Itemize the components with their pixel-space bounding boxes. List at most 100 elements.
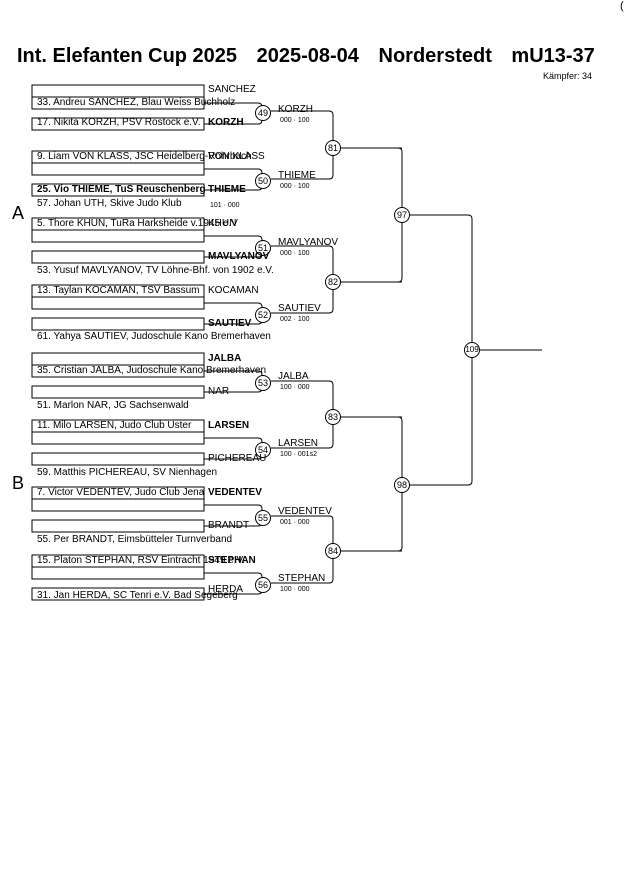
pair-label-top: SANCHEZ xyxy=(208,84,256,95)
pair-label-bottom: PICHEREAU xyxy=(208,453,267,464)
event-date: 2025-08-04 xyxy=(256,45,359,67)
pair-label-top: JALBA xyxy=(208,353,242,364)
round1-winner: STEPHAN xyxy=(278,573,326,584)
competitor-entry: 33. Andreu SANCHEZ, Blau Weiss Buchholz xyxy=(37,97,236,108)
competitor-entry: 61. Yahya SAUTIEV, Judoschule Kano Breme… xyxy=(37,331,271,342)
entry-box xyxy=(31,317,205,331)
fight-number-r1-circle xyxy=(255,510,271,526)
competitor-entry: 13. Taylan KOCAMAN, TSV Bassum xyxy=(37,285,200,296)
pair-label-bottom: SAUTIEV xyxy=(208,318,252,329)
round1-score: 100 · 000 xyxy=(280,586,310,593)
pair-label-top: STEPHAN xyxy=(208,555,256,566)
pair-label-bottom: MAVLYANOV xyxy=(208,251,270,262)
fight-number-final: 109 xyxy=(465,345,479,354)
fight-number-r1: 51 xyxy=(257,243,268,253)
fight-number-r1-circle xyxy=(255,307,271,323)
competitor-entry: 9. Liam VON KLASS, JSC Heidelberg-Rohrba… xyxy=(37,151,252,162)
event-location: Norderstedt xyxy=(378,45,492,67)
competitor-entry: 5. Thore KHUN, TuRa Harksheide v.1945 e.… xyxy=(37,218,238,229)
weight-category: mU13-37 xyxy=(511,45,595,67)
competitor-entry: 11. Milo LARSEN, Judo Club Uster xyxy=(37,420,192,431)
fight-number-r1: 54 xyxy=(257,445,268,455)
entry-box xyxy=(31,296,205,310)
competitor-entry: 7. Victor VEDENTEV, Judo Club Jena xyxy=(37,487,205,498)
entry-box xyxy=(31,385,205,399)
fight-number-r2-circle xyxy=(325,543,341,559)
entry-box xyxy=(31,229,205,243)
round1-winner: SAUTIEV xyxy=(278,303,321,314)
pair-label-top: LARSEN xyxy=(208,420,250,431)
competitor-entry: 31. Jan HERDA, SC Tenri e.V. Bad Segeber… xyxy=(37,590,238,601)
pair-label-top: VON KLASS xyxy=(208,151,265,162)
entry-box xyxy=(31,250,205,264)
final-bracket xyxy=(410,214,473,486)
pair-label-bottom: THIEME xyxy=(208,184,246,195)
round1-score: 002 · 100 xyxy=(280,316,310,323)
pair-label-bottom: HERDA xyxy=(208,584,244,595)
fight-number-r3: 98 xyxy=(396,480,407,490)
competitor-entry: 57. Johan UTH, Skive Judo Klub xyxy=(37,198,182,209)
entry-box xyxy=(31,498,205,512)
competitor-entry: 53. Yusuf MAVLYANOV, TV Löhne-Bhf. von 1… xyxy=(37,265,274,276)
entry-box xyxy=(31,566,205,580)
entry-box xyxy=(31,162,205,176)
pair-label-bottom: KORZH xyxy=(208,117,244,128)
page-corner-mark: ( xyxy=(620,0,624,12)
round1-score: 000 · 100 xyxy=(280,117,310,124)
round1-score: 100 · 001s2 xyxy=(280,451,317,458)
pair-label-top: KOCAMAN xyxy=(208,285,259,296)
entry-box xyxy=(31,84,205,98)
fight-number-r2: 82 xyxy=(327,277,338,287)
fight-number-r3-circle xyxy=(394,207,410,223)
entry-box xyxy=(31,431,205,445)
round1-score: 000 · 100 xyxy=(280,250,310,257)
entry-box xyxy=(31,519,205,533)
round3-bracket xyxy=(341,416,403,552)
fight-number-r1-circle xyxy=(255,105,271,121)
fight-number-r2-circle xyxy=(325,140,341,156)
pool-label-a: A xyxy=(12,203,25,223)
entry-box xyxy=(31,352,205,366)
round1-score: 001 · 000 xyxy=(280,519,310,526)
round1-winner: LARSEN xyxy=(278,438,319,449)
page-title: Int. Elefanten Cup 2025 2025-08-04 Norde… xyxy=(17,45,609,68)
round1-winner: THIEME xyxy=(278,170,316,181)
fight-number-r1-circle xyxy=(255,375,271,391)
pair-label-bottom: NAR xyxy=(208,386,230,397)
entry-box xyxy=(31,452,205,466)
fight-number-r1-circle xyxy=(255,442,271,458)
round1-winner: JALBA xyxy=(278,371,309,382)
round1-winner: KORZH xyxy=(278,104,313,115)
pool-label-b: B xyxy=(12,473,25,493)
round1-winner: MAVLYANOV xyxy=(278,237,339,248)
fight-number-r2: 83 xyxy=(327,412,338,422)
fight-number-r2-circle xyxy=(325,409,341,425)
fight-number-r2: 81 xyxy=(327,143,338,153)
fight-number-r1: 53 xyxy=(257,378,268,388)
competitor-entry: 17. Nikita KORZH, PSV Rostock e.V. xyxy=(37,117,201,128)
competitor-entry: 15. Platon STEPHAN, RSV Eintracht 1949 e… xyxy=(37,555,246,566)
round1-winner: VEDENTEV xyxy=(278,506,332,517)
fight-number-r1: 52 xyxy=(257,310,268,320)
round1-score: 000 · 100 xyxy=(280,183,310,190)
fight-number-r2: 84 xyxy=(327,546,338,556)
prelim-score: 101 · 000 xyxy=(210,202,240,209)
fighters-count: Kämpfer: 34 xyxy=(543,71,593,81)
fight-number-r3: 97 xyxy=(396,210,407,220)
fight-number-r1: 56 xyxy=(257,580,268,590)
round1-score: 100 · 000 xyxy=(280,384,310,391)
competitor-entry: 25. Vio THIEME, TuS Reuschenberg xyxy=(37,184,206,195)
competitor-entry: 59. Matthis PICHEREAU, SV Nienhagen xyxy=(37,467,218,478)
fight-number-r1-circle xyxy=(255,240,271,256)
competitor-entry: 51. Marlon NAR, JG Sachsenwald xyxy=(37,400,189,411)
fight-number-r1: 49 xyxy=(257,108,268,118)
fight-number-final-circle xyxy=(464,342,480,358)
pair-label-top: KHUN xyxy=(208,218,237,229)
fight-number-r1: 55 xyxy=(257,513,268,523)
competitor-entry: 35. Cristian JALBA, Judoschule Kano Brem… xyxy=(37,365,267,376)
fight-number-r3-circle xyxy=(394,477,410,493)
fight-number-r1: 50 xyxy=(257,176,268,186)
pair-label-top: VEDENTEV xyxy=(208,487,262,498)
competitor-entry: 55. Per BRANDT, Eimsbütteler Turnverband xyxy=(37,534,233,545)
